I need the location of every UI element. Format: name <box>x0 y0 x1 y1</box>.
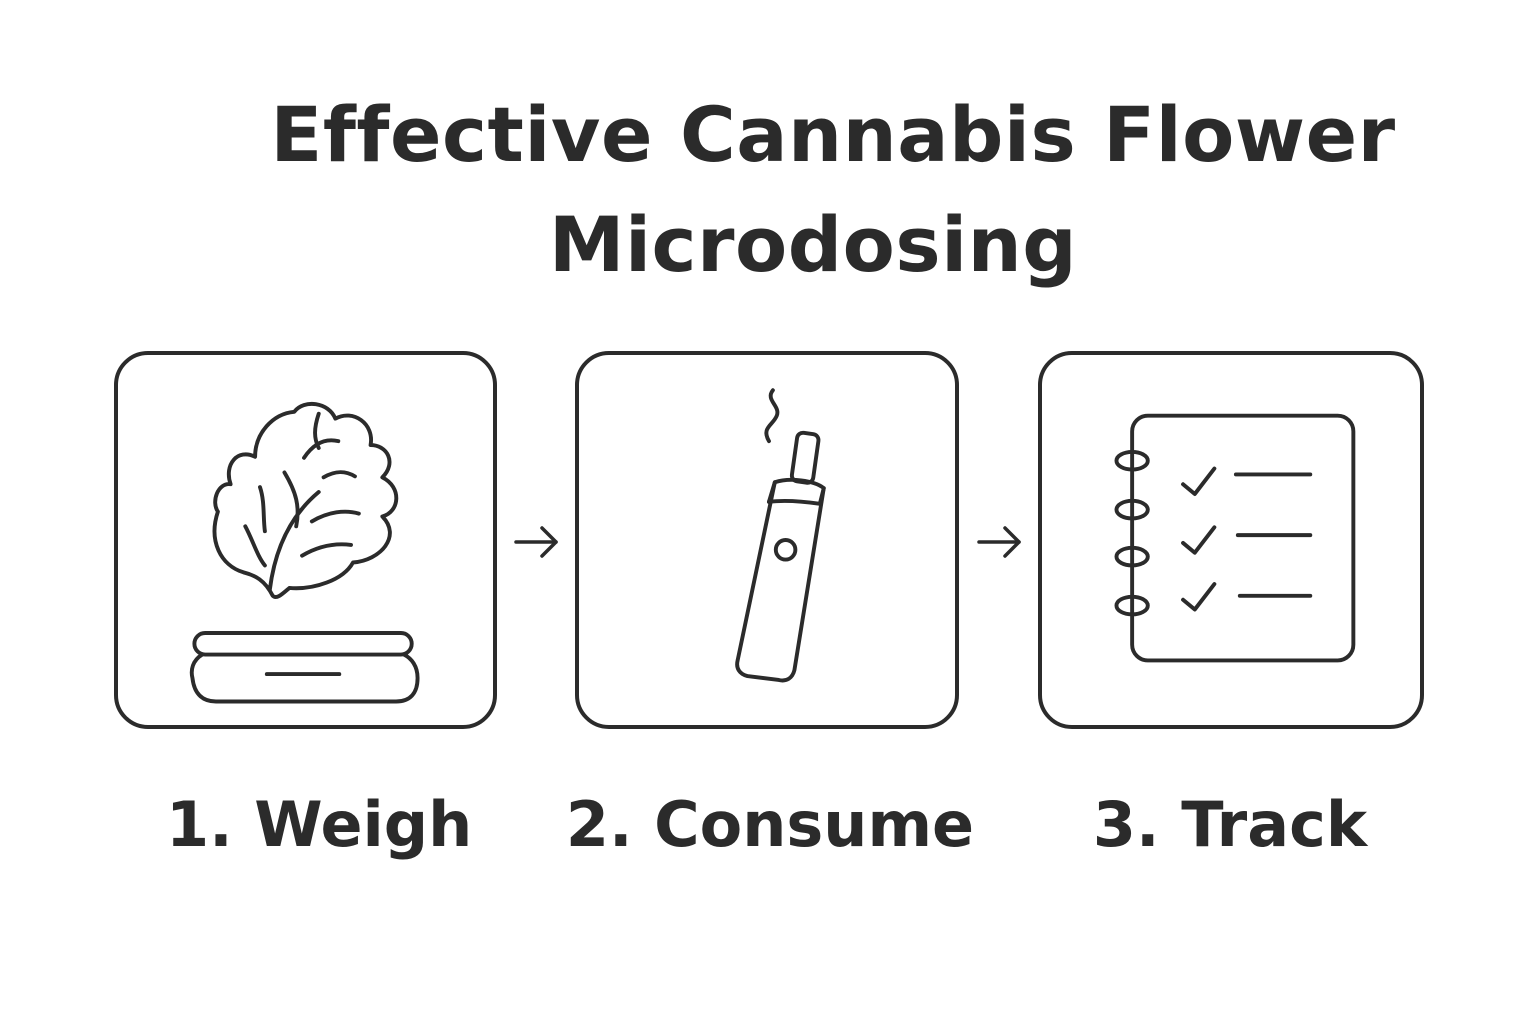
step-label-weigh: 1. Weigh <box>166 788 473 861</box>
step-label-track: 3. Track <box>1092 788 1368 861</box>
title-line-1: Effective Cannabis Flower <box>270 90 1396 179</box>
vape-pen-icon <box>735 388 826 683</box>
checklist-notebook-icon <box>1114 413 1356 663</box>
diagram-title: Effective Cannabis Flower Microdosing <box>0 80 1536 300</box>
arrow-right-icon <box>977 526 1021 558</box>
arrow-right-icon <box>514 526 558 558</box>
step-consume-card <box>575 351 959 729</box>
step-weigh-card <box>114 351 497 729</box>
step-label-consume: 2. Consume <box>565 788 975 861</box>
title-line-2: Microdosing <box>548 200 1078 289</box>
step-track-card <box>1038 351 1424 729</box>
cannabis-bud-on-scale-icon <box>189 402 420 704</box>
